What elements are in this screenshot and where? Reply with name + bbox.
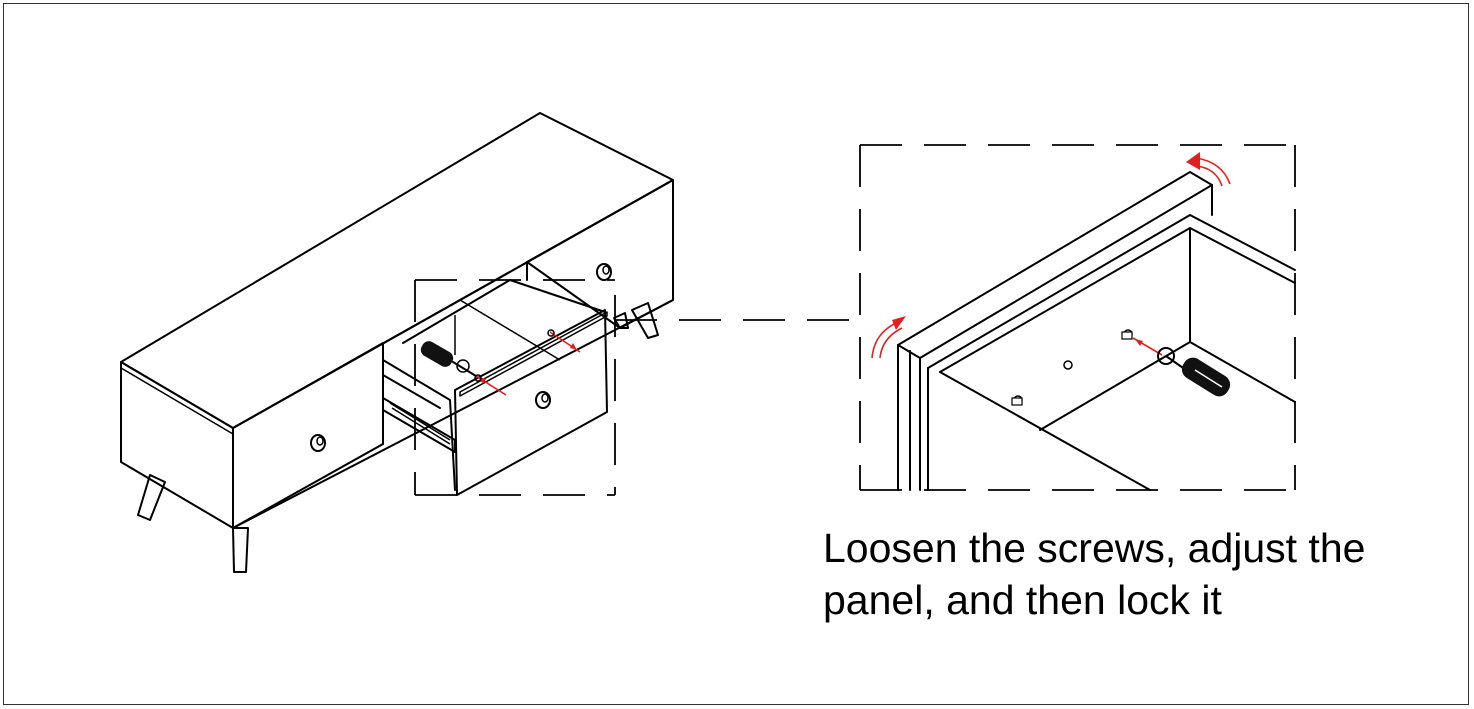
diagram-frame bbox=[3, 3, 1469, 705]
screwdriver-detail-icon bbox=[1132, 337, 1231, 397]
screw-icon bbox=[1011, 329, 1133, 406]
drawer-knob-right bbox=[596, 263, 612, 281]
drawer-box bbox=[927, 214, 1296, 491]
callout-box-left bbox=[414, 279, 616, 496]
drawer-front-panel bbox=[897, 171, 1213, 491]
cabinet-front bbox=[232, 179, 674, 529]
tv-cabinet-illustration bbox=[120, 112, 674, 573]
drawer-knob-left bbox=[310, 434, 326, 452]
instruction-caption: Loosen the screws, adjust the panel, and… bbox=[823, 525, 1366, 623]
screwdriver-icon bbox=[420, 341, 477, 377]
cabinet-legs bbox=[137, 302, 659, 573]
callout-box-right bbox=[859, 144, 1296, 491]
detail-view bbox=[859, 144, 1296, 491]
rotate-arrow-icon bbox=[871, 152, 1231, 359]
screw-arrows-drawer bbox=[474, 329, 581, 396]
